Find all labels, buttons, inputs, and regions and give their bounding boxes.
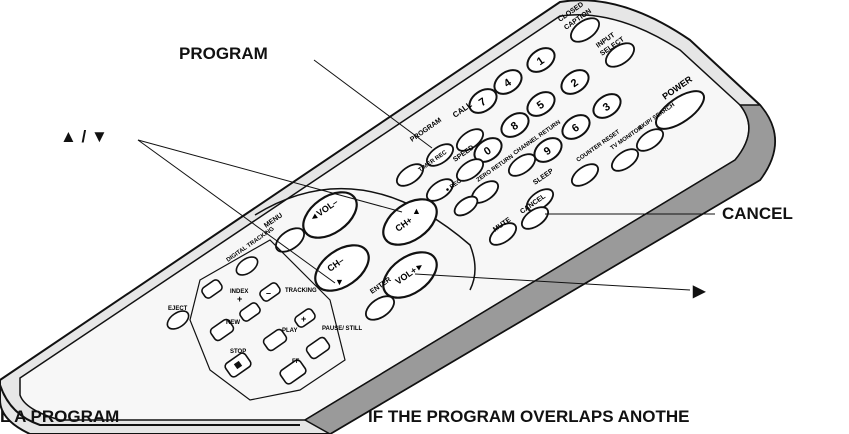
program-button[interactable]	[423, 140, 457, 170]
pause-still-label: PAUSE/ STILL	[322, 326, 363, 332]
digit-buttons: 1 2 3 45 6 7 8 9 0	[465, 43, 625, 163]
tv-monitor-button[interactable]	[608, 145, 642, 175]
digit-8-button[interactable]: 8	[497, 108, 533, 142]
cancel-button[interactable]	[518, 203, 552, 233]
counter-reset-button[interactable]	[568, 160, 602, 190]
vcr-panel	[189, 239, 346, 401]
pause-still-button[interactable]	[305, 336, 331, 360]
tracking-label: TRACKING	[285, 288, 317, 294]
menu-button[interactable]	[272, 223, 309, 256]
caption-left: L A PROGRAM	[0, 407, 120, 426]
skip-search-button[interactable]	[633, 125, 667, 155]
digit-1-button[interactable]: 1	[523, 43, 559, 77]
digit-9-label: 9	[542, 145, 554, 158]
call-button[interactable]	[453, 125, 487, 155]
digital-tracking-button[interactable]	[233, 253, 261, 278]
ff-button[interactable]	[279, 359, 308, 386]
digit-5-label: 5	[535, 99, 547, 112]
channel-return-button[interactable]	[505, 150, 539, 180]
timer-rec-button[interactable]	[393, 160, 427, 190]
remote-bottom-edge	[0, 384, 300, 426]
power-button[interactable]	[650, 84, 710, 136]
program-callout: PROGRAM	[179, 44, 268, 63]
digit-2-label: 2	[569, 77, 581, 90]
tracking-plus-button[interactable]	[293, 307, 316, 328]
remote-side-wall	[303, 104, 776, 434]
index-plus-sign: +	[237, 294, 242, 304]
closed-caption-button[interactable]	[567, 13, 604, 46]
digit-5-button[interactable]: 5	[523, 87, 559, 121]
index-plus-button[interactable]	[238, 301, 261, 322]
right-leader-line	[414, 273, 691, 291]
stop-label: STOP	[230, 349, 246, 355]
digit-6-label: 6	[570, 122, 582, 135]
rew-label: REW	[226, 320, 240, 326]
program-leader-line	[313, 59, 433, 149]
enter-button[interactable]	[362, 291, 399, 324]
digit-3-button[interactable]: 3	[589, 89, 625, 123]
digit-0-label: 0	[482, 145, 494, 158]
digit-7-button[interactable]: 7	[465, 84, 501, 118]
ch-minus-down-arrow: ▼	[335, 277, 344, 287]
right-arrow-callout: ▶	[693, 283, 706, 300]
play-label: PLAY	[282, 328, 297, 334]
digit-8-label: 8	[509, 120, 521, 133]
rec-button[interactable]	[423, 175, 457, 205]
index-minus-button[interactable]	[200, 278, 223, 299]
cancel-callout: CANCEL	[722, 204, 793, 223]
digit-7-label: 7	[477, 96, 489, 109]
tracking-minus-sign: –	[266, 288, 271, 298]
digit-2-button[interactable]: 2	[557, 65, 593, 99]
tracking-minus-button[interactable]	[258, 281, 281, 302]
up-down-callout: ▲ / ▼	[60, 127, 108, 146]
digit-1-label: 1	[535, 55, 547, 68]
eject-button[interactable]	[164, 307, 192, 332]
digit-6-button[interactable]: 6	[558, 110, 594, 144]
eject-label: EJECT	[168, 306, 188, 312]
digit-3-label: 3	[601, 101, 613, 114]
small-button-a[interactable]	[451, 193, 480, 219]
mute-button[interactable]	[486, 219, 520, 249]
updown-leader-line-1	[137, 139, 403, 213]
sleep-button[interactable]	[523, 185, 557, 215]
speed-button[interactable]	[453, 155, 487, 185]
rew-button[interactable]	[209, 318, 235, 342]
vol-minus-button[interactable]	[295, 183, 365, 247]
stop-button[interactable]	[224, 352, 253, 379]
updown-leader-line-2	[137, 139, 336, 284]
tracking-plus-sign: +	[301, 314, 306, 324]
ff-label: FF	[292, 359, 300, 365]
index-label: INDEX	[230, 289, 248, 295]
ch-minus-button[interactable]	[307, 236, 377, 300]
vol-plus-button[interactable]	[375, 243, 445, 307]
input-select-button[interactable]	[602, 38, 639, 71]
caption-right: IF THE PROGRAM OVERLAPS ANOTHE	[368, 407, 690, 426]
digit-4-button[interactable]: 4	[490, 65, 526, 99]
ch-plus-up-arrow: ▲	[412, 206, 421, 216]
play-button[interactable]	[262, 328, 288, 352]
